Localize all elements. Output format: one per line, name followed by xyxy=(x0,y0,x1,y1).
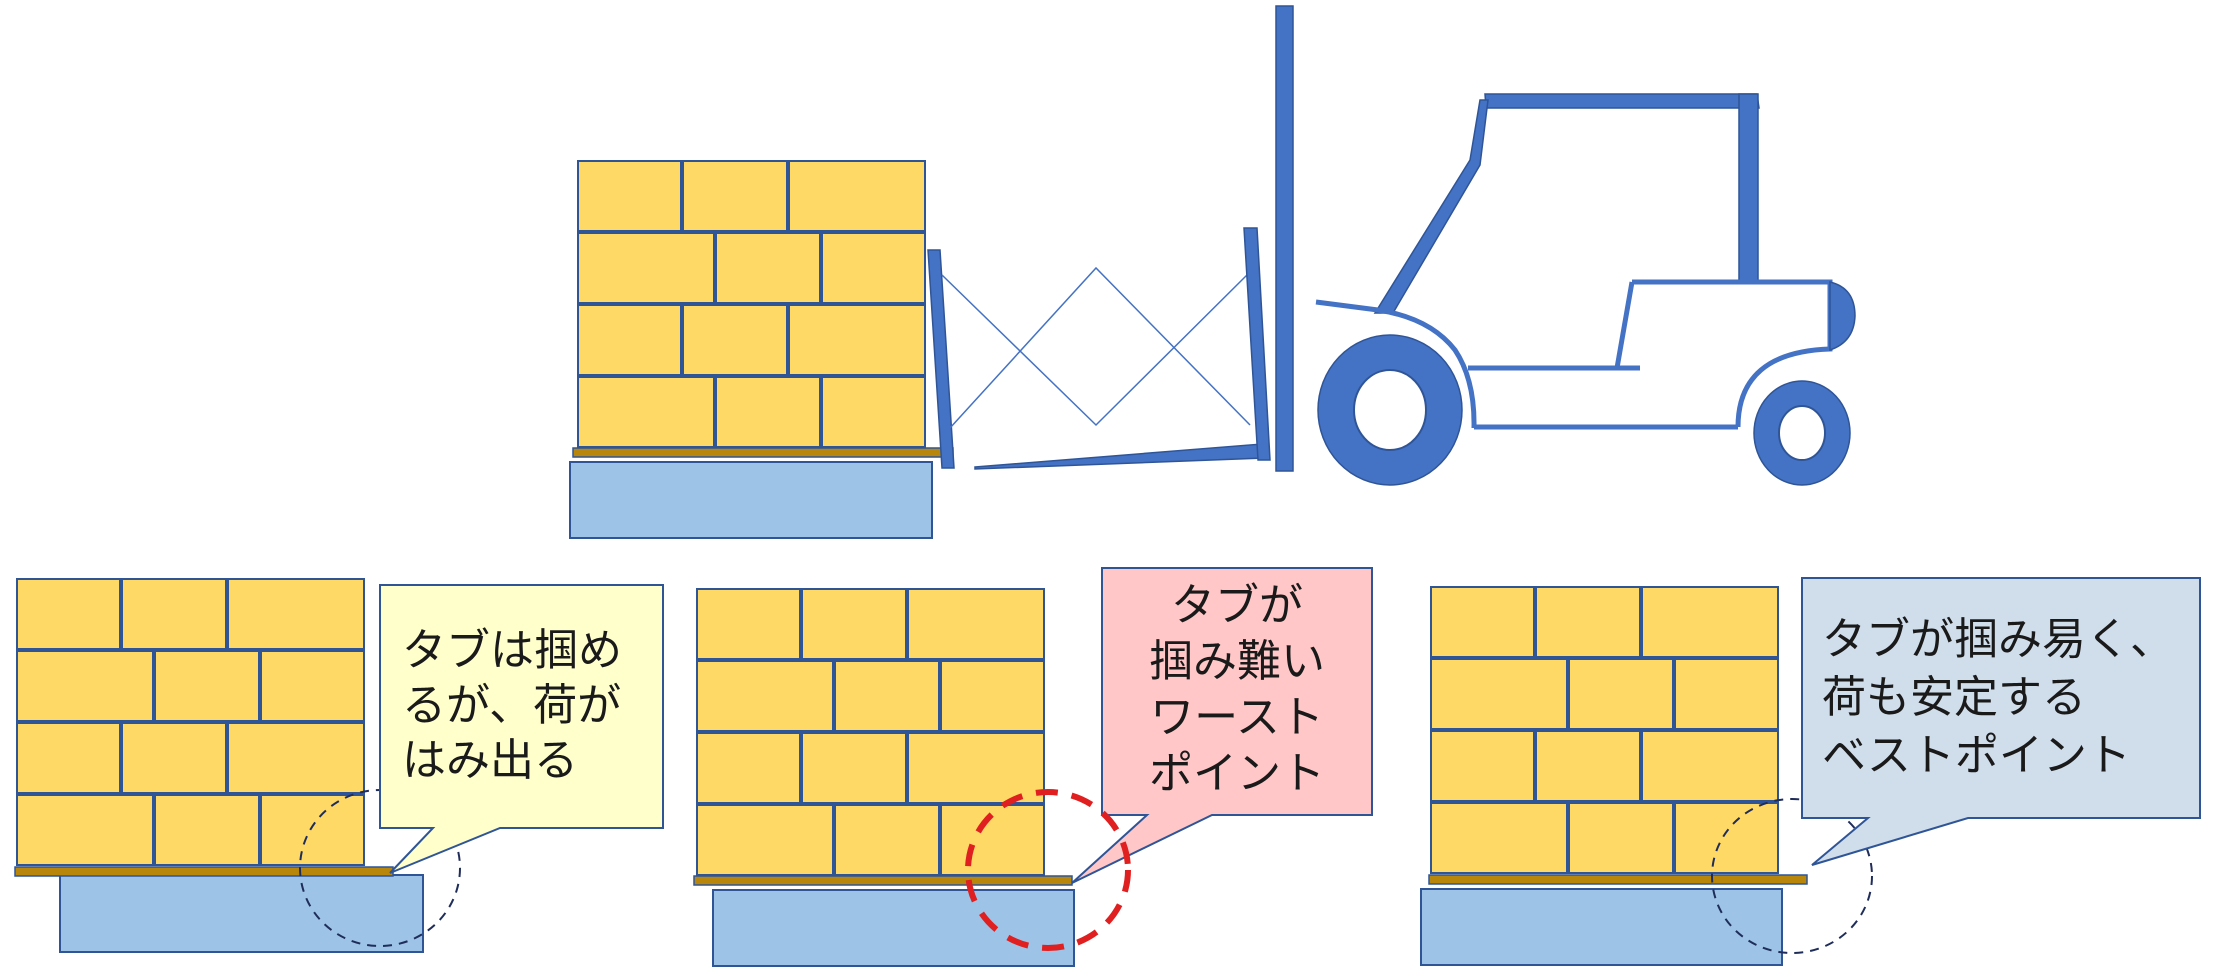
cargo-box xyxy=(682,160,788,232)
middle-callout-line-1: タブが xyxy=(1171,580,1303,631)
right-callout: タブが掴み易く、 荷も安定する ベストポイント xyxy=(1801,577,2201,866)
panel-right: タブが掴み易く、 荷も安定する ベストポイント xyxy=(1420,577,2201,966)
front-pillar xyxy=(1373,99,1489,314)
counterweight xyxy=(1829,281,1856,352)
cargo-box xyxy=(577,376,715,448)
cargo-box xyxy=(940,660,1045,732)
top-cargo-stack xyxy=(577,160,926,448)
top-scene xyxy=(569,5,1856,539)
left-base-block xyxy=(59,874,424,953)
left-callout-line-3: はみ出る xyxy=(402,735,578,786)
cargo-box xyxy=(696,732,801,804)
cargo-box xyxy=(696,660,834,732)
cargo-box xyxy=(715,376,821,448)
right-base-block xyxy=(1420,888,1783,966)
scissor-lift-icon xyxy=(927,249,1251,469)
cargo-box xyxy=(260,794,365,866)
cargo-box xyxy=(121,578,227,650)
right-cargo-stack xyxy=(1430,586,1779,874)
panel-left: タブは掴め るが、荷が はみ出る xyxy=(14,578,664,953)
cargo-box xyxy=(834,804,940,876)
cargo-box xyxy=(154,794,260,866)
cargo-box xyxy=(1568,802,1674,874)
left-cargo-stack xyxy=(16,578,365,866)
cargo-box xyxy=(834,660,940,732)
middle-worst-circle xyxy=(965,789,1131,951)
cargo-box xyxy=(1674,802,1779,874)
cargo-box xyxy=(260,650,365,722)
right-tab-sheet xyxy=(1428,874,1808,885)
cargo-box xyxy=(227,578,365,650)
middle-cargo-stack xyxy=(696,588,1045,876)
cargo-box xyxy=(1430,658,1568,730)
front-wheel xyxy=(1317,334,1463,486)
right-callout-line-1: タブが掴み易く、 xyxy=(1822,614,2174,665)
cargo-box xyxy=(16,722,121,794)
cargo-box xyxy=(1641,586,1779,658)
cargo-box xyxy=(682,304,788,376)
left-callout-line-1: タブは掴め xyxy=(402,625,622,676)
cargo-box xyxy=(696,588,801,660)
cargo-box xyxy=(121,722,227,794)
cargo-box xyxy=(1535,586,1641,658)
cargo-box xyxy=(1641,730,1779,802)
middle-callout-line-2: 掴み難い xyxy=(1149,636,1325,687)
top-base-block xyxy=(569,461,933,539)
cargo-box xyxy=(577,160,682,232)
cargo-box xyxy=(577,232,715,304)
cargo-box xyxy=(821,232,926,304)
cargo-box xyxy=(1430,730,1535,802)
panel-middle: タブが 掴み難い ワースト ポイント xyxy=(693,567,1373,967)
left-callout-line-2: るが、荷が xyxy=(402,680,621,731)
cargo-box xyxy=(788,304,926,376)
left-callout: タブは掴め るが、荷が はみ出る xyxy=(379,584,664,874)
cargo-box xyxy=(1535,730,1641,802)
middle-tab-sheet xyxy=(693,875,1073,886)
middle-base-block xyxy=(712,889,1075,967)
cargo-box xyxy=(1674,658,1779,730)
fork-blade xyxy=(974,443,1265,470)
right-focus-circle xyxy=(1711,798,1873,954)
cargo-box xyxy=(16,578,121,650)
cargo-box xyxy=(227,722,365,794)
cargo-box xyxy=(907,732,1045,804)
cargo-box xyxy=(801,588,907,660)
cargo-box xyxy=(1430,586,1535,658)
push-plate xyxy=(927,249,955,469)
cargo-box xyxy=(16,650,154,722)
right-callout-line-2: 荷も安定する xyxy=(1822,672,2086,723)
cargo-box xyxy=(154,650,260,722)
cargo-box xyxy=(1430,802,1568,874)
rear-wheel xyxy=(1753,380,1851,486)
middle-callout-line-4: ポイント xyxy=(1149,748,1325,799)
cargo-box xyxy=(801,732,907,804)
rear-pillar xyxy=(1738,93,1759,284)
cargo-box xyxy=(577,304,682,376)
forklift-icon xyxy=(974,5,1856,486)
overhead-guard xyxy=(1484,93,1760,109)
top-tab-sheet xyxy=(572,447,954,458)
cargo-box xyxy=(715,232,821,304)
cargo-box xyxy=(821,376,926,448)
right-callout-line-3: ベストポイント xyxy=(1822,730,2131,781)
left-tab-sheet xyxy=(14,866,394,877)
cargo-box xyxy=(788,160,926,232)
cargo-box xyxy=(1568,658,1674,730)
cargo-box xyxy=(696,804,834,876)
cargo-box xyxy=(907,588,1045,660)
cargo-box xyxy=(16,794,154,866)
middle-callout: タブが 掴み難い ワースト ポイント xyxy=(1071,567,1373,884)
mast xyxy=(1275,5,1294,472)
fork-backrest xyxy=(1243,227,1271,461)
middle-callout-line-3: ワースト xyxy=(1150,692,1324,743)
